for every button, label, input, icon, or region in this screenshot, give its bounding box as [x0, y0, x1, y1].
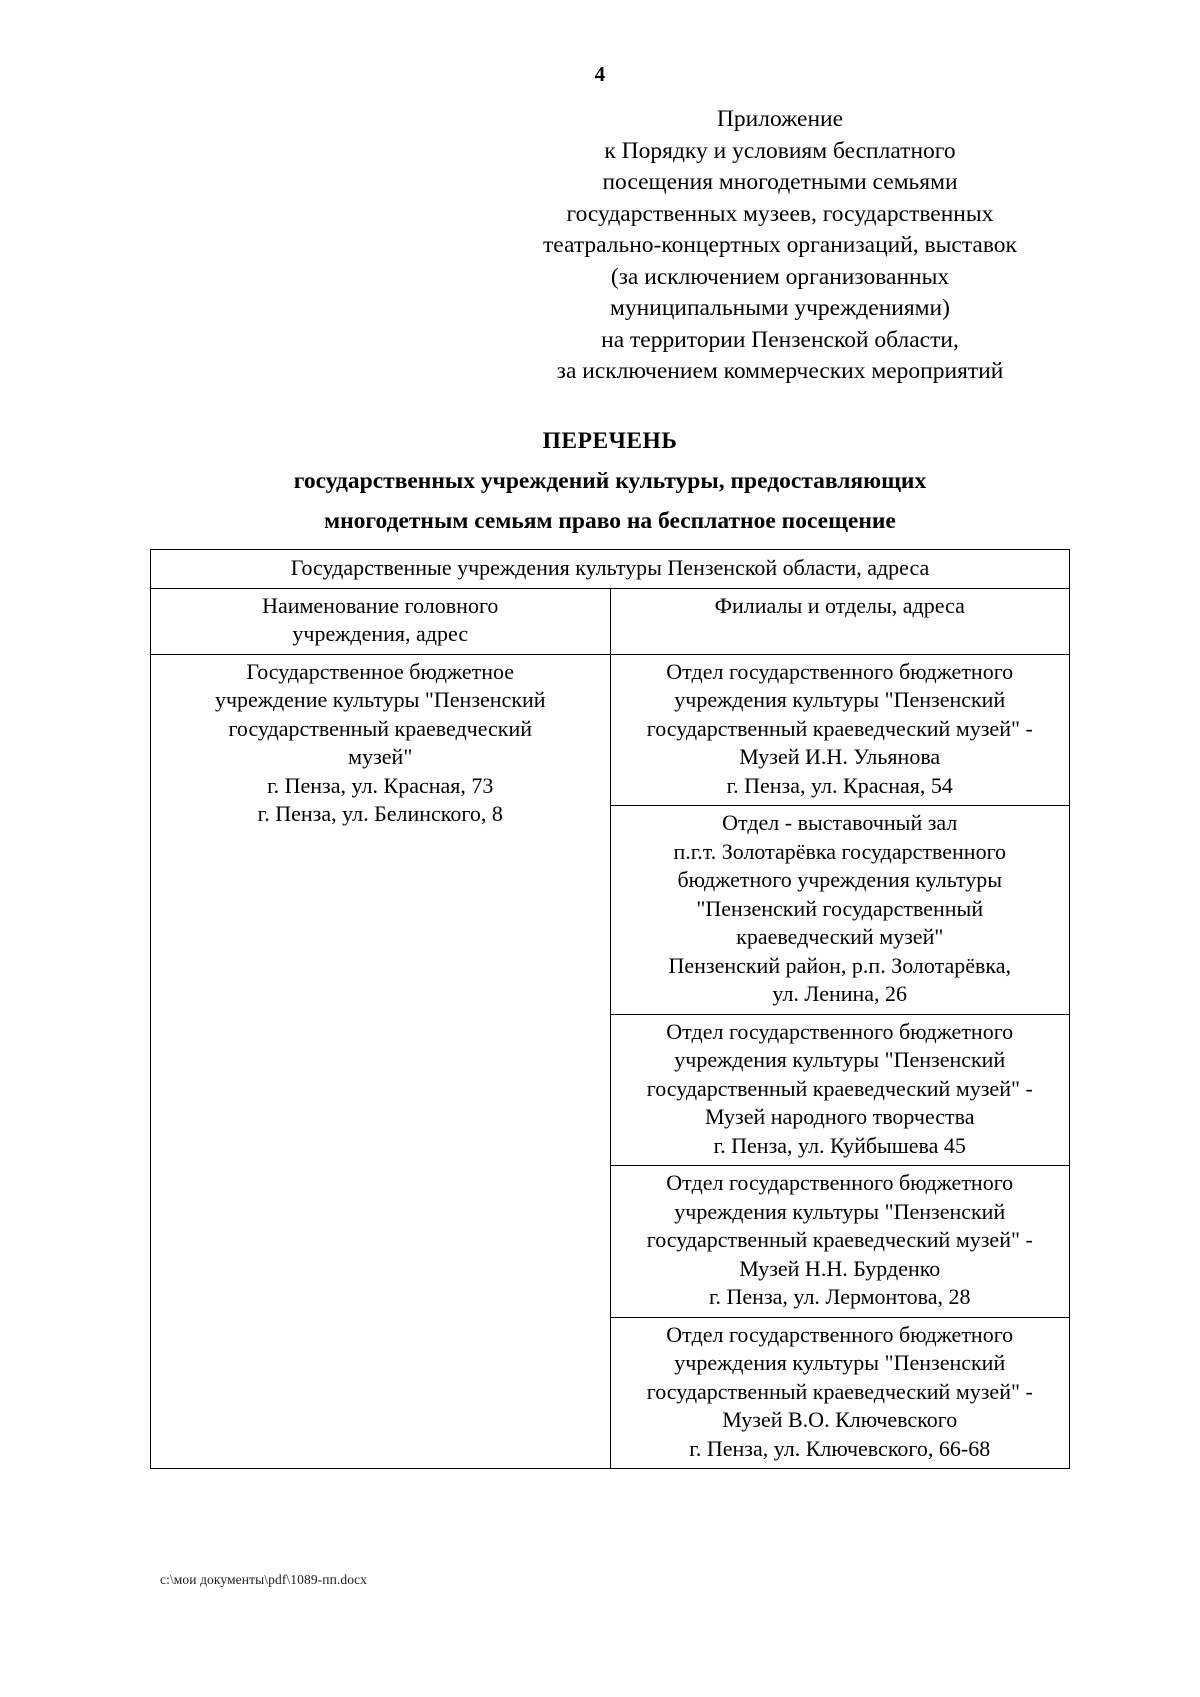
footer-file-path: с:\мои документы\pdf\1089-пп.docx [160, 1572, 368, 1587]
branch-address: ул. Ленина, 26 [772, 981, 908, 1006]
branch-line: учреждения культуры "Пензенский [674, 1350, 1006, 1375]
branch-address: г. Пенза, ул. Ключевского, 66-68 [689, 1435, 991, 1461]
title-subtitle-line-2: многодетным семьям право на бесплатное п… [324, 508, 896, 534]
branch-line: Музей Н.Н. Бурденко [739, 1255, 941, 1281]
page-number: 4 [594, 62, 606, 86]
branch-line: Отдел государственного бюджетного [666, 1170, 1014, 1195]
branch-line: учреждения культуры "Пензенский [674, 1198, 1006, 1224]
appendix-line: (за исключением организованных [610, 263, 950, 290]
appendix-line: театрально-концертных организаций, выста… [543, 232, 1017, 258]
appendix-header: Приложение к Порядку и условиям бесплатн… [480, 104, 1080, 388]
branch-cell: Отдел - выставочный зал п.г.т. Золотарёв… [609, 805, 1070, 1015]
column-header-line: Наименование головного [262, 592, 499, 618]
table-span-header-cell: Государственные учреждения культуры Пенз… [150, 549, 1070, 589]
table-row: Государственное бюджетное учреждение кул… [150, 653, 1070, 1469]
column-header-line: учреждения, адрес [292, 621, 469, 646]
branch-address: г. Пенза, ул. Красная, 54 [726, 772, 953, 798]
table-row: Отдел государственного бюджетного учрежд… [151, 1316, 1070, 1469]
branch-line: Отдел государственного бюджетного [666, 1321, 1014, 1347]
table-row: Отдел - выставочный зал п.г.т. Золотарёв… [151, 805, 1070, 1015]
branch-cell: Отдел государственного бюджетного учрежд… [609, 1316, 1070, 1469]
branch-line: Отдел государственного бюджетного [666, 1018, 1014, 1044]
branch-line: Музей И.Н. Ульянова [739, 744, 941, 769]
branch-address: г. Пенза, ул. Лермонтова, 28 [708, 1284, 971, 1309]
branch-cell: Отдел государственного бюджетного учрежд… [609, 1013, 1070, 1166]
appendix-line: на территории Пензенской области, [601, 326, 959, 353]
table-row: Отдел государственного бюджетного учрежд… [151, 1165, 1070, 1318]
branch-address: г. Пенза, ул. Куйбышева 45 [713, 1132, 966, 1158]
head-institution-address: г. Пенза, ул. Белинского, 8 [257, 801, 503, 826]
head-institution-cell: Государственное бюджетное учреждение кул… [150, 653, 611, 1469]
branch-line: учреждения культуры "Пензенский [674, 1047, 1006, 1072]
branch-line: Отдел государственного бюджетного [666, 658, 1014, 684]
appendix-line: за исключением коммерческих мероприятий [556, 358, 1004, 384]
branch-line: государственный краеведческий музей" - [646, 1227, 1033, 1252]
table-row: Отдел государственного бюджетного учрежд… [151, 1013, 1070, 1166]
head-institution-line: учреждение культуры "Пензенский [214, 687, 546, 712]
head-institution-line: Государственное бюджетное [246, 658, 515, 684]
head-institution-line: государственный краеведческий [228, 715, 533, 741]
branch-address: Пензенский район, р.п. Золотарёвка, [668, 952, 1012, 978]
title-main: ПЕРЕЧЕНЬ [542, 428, 678, 454]
institutions-table: Государственные учреждения культуры Пенз… [150, 549, 1070, 1469]
appendix-line: посещения многодетными семьями [602, 169, 958, 195]
branch-line: государственный краеведческий музей" - [646, 715, 1033, 741]
branch-line: учреждения культуры "Пензенский [674, 687, 1006, 712]
branch-line: п.г.т. Золотарёвка государственного [673, 838, 1007, 864]
branch-cell: Отдел государственного бюджетного учрежд… [609, 1165, 1070, 1318]
branch-line: бюджетного учреждения культуры [677, 867, 1003, 892]
title-subtitle-line-1: государственных учреждений культуры, пре… [293, 468, 927, 494]
appendix-line: Приложение [716, 106, 844, 132]
branch-line: краеведческий музей" [736, 924, 944, 949]
appendix-line: государственных музеев, государственных [566, 200, 994, 227]
table-row-span-header: Государственные учреждения культуры Пенз… [150, 549, 1070, 589]
appendix-line: муниципальными учреждениями) [610, 295, 950, 321]
table-row-column-headers: Наименование головного учреждения, адрес… [150, 587, 1070, 655]
branch-line: "Пензенский государственный [696, 895, 984, 921]
branch-line: Музей народного творчества [704, 1104, 975, 1129]
branch-line: государственный краеведческий музей" - [646, 1075, 1033, 1101]
branch-line: Отдел - выставочный зал [722, 810, 958, 835]
page-title: ПЕРЕЧЕНЬ государственных учреждений куль… [150, 425, 1070, 537]
column-header-head-institution: Наименование головного учреждения, адрес [150, 587, 611, 655]
appendix-line: к Порядку и условиям бесплатного [604, 137, 956, 164]
column-header-branches: Филиалы и отделы, адреса [609, 587, 1070, 655]
column-header-line: Филиалы и отделы, адреса [714, 592, 965, 618]
branch-line: Музей В.О. Ключевского [722, 1407, 958, 1432]
head-institution-line: музей" [348, 744, 413, 769]
head-institution-address: г. Пенза, ул. Красная, 73 [267, 772, 494, 798]
branch-line: государственный краеведческий музей" - [646, 1378, 1033, 1404]
branch-cell: Отдел государственного бюджетного учрежд… [609, 653, 1070, 806]
